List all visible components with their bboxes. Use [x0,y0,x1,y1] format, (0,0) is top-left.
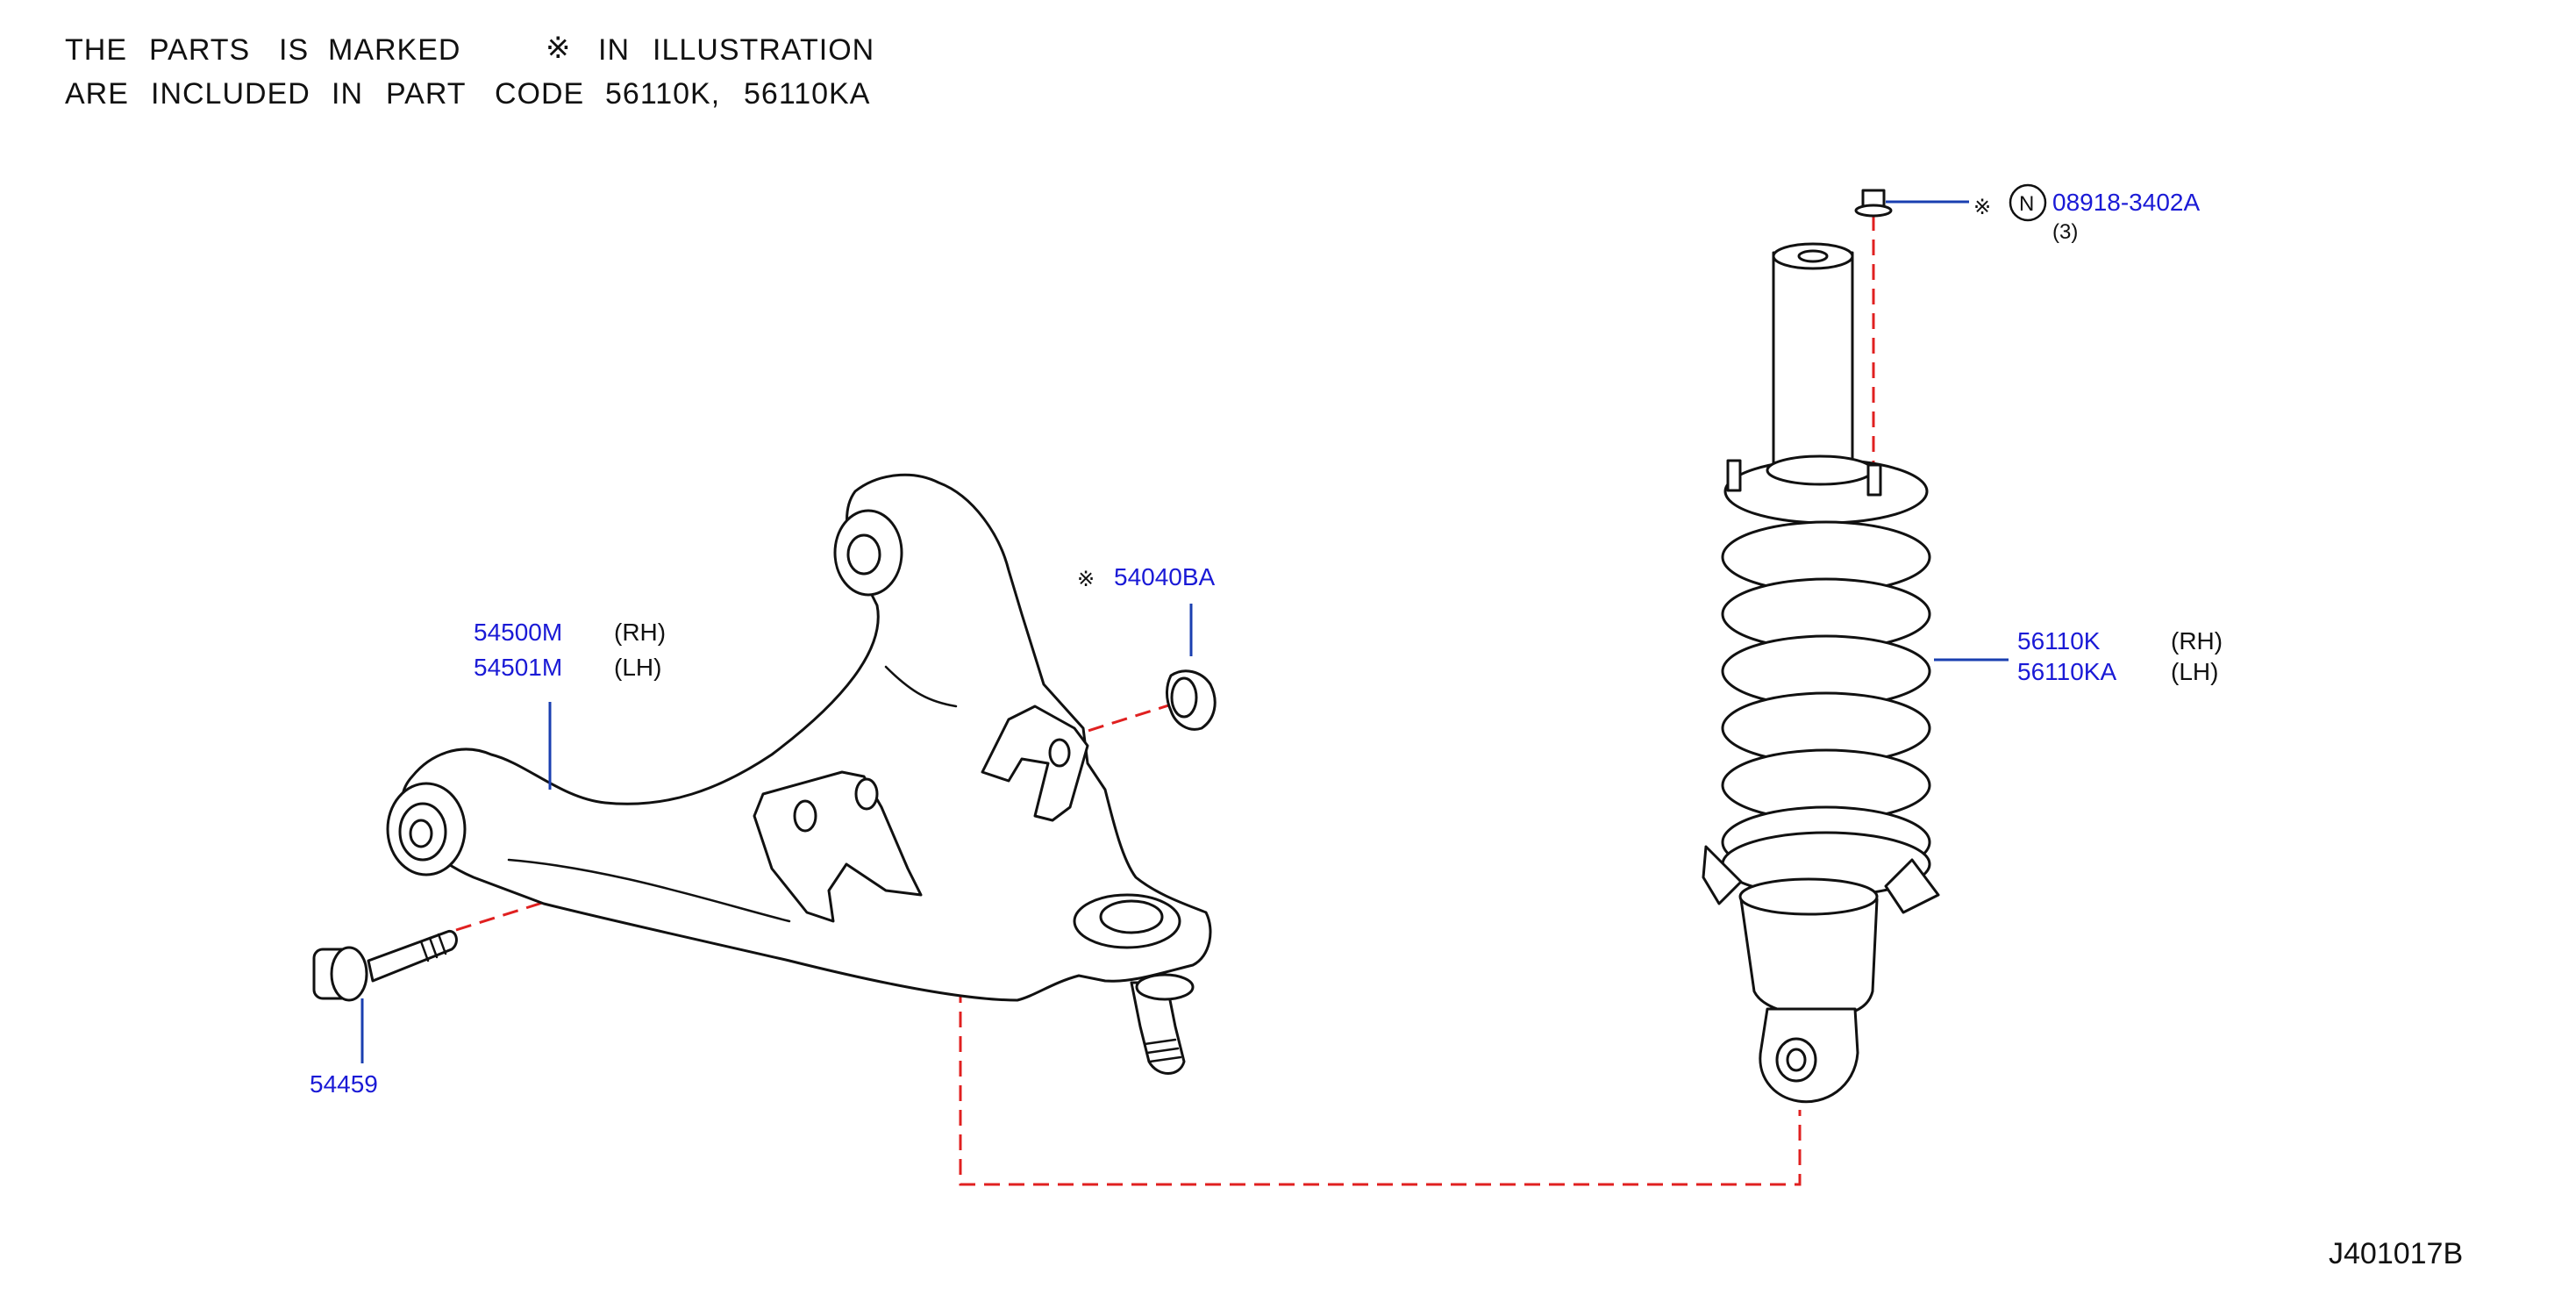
ball-joint-boot [1135,973,1195,1001]
shock-dust-cover [1772,251,1854,465]
label-shock: 56110K (RH) 56110KA (LH) [2017,627,2223,685]
nut-quantity: (3) [2052,220,2078,244]
bracket-hole-2 [854,777,879,811]
shock-rod-hole [1797,249,1829,263]
note-line-1: THE PARTS IS MARKED ※ IN ILLUSTRATION [65,32,874,67]
spring-lower-bracket-right [1884,858,1940,914]
spring-lower-bracket [1702,845,1743,905]
nut-part-number[interactable]: 08918-3402A [2052,189,2200,216]
bushing-part-number[interactable]: 54040BA [1114,563,1216,590]
nut-mark: ※ [1973,196,1991,219]
coil-spring [1721,520,1931,898]
note-line-2: ARE INCLUDED IN PART CODE 56110K, 56110K… [65,77,870,111]
arm-side-lh: (LH) [614,654,661,681]
label-nut: ※ N 08918-3402A (3) [1973,183,2200,244]
ball-joint-seat-inner [1099,899,1164,934]
arm-part-number-rh[interactable]: 54500M [474,619,562,646]
bolt-54459[interactable] [312,929,458,1002]
arm-edge-line [507,858,791,923]
bushing-hole [1170,676,1198,719]
diagram-code: J401017B [2329,1237,2463,1270]
bracket-hole-1 [793,799,817,833]
nut-flange [1854,204,1893,218]
n-circle-icon [2009,183,2047,222]
header-note: THE PARTS IS MARKED ※ IN ILLUSTRATION AR… [65,32,874,111]
shock-side-rh: (RH) [2171,627,2223,655]
label-bolt: 54459 [310,1070,378,1098]
bracket-hole-3 [1048,738,1071,768]
n-symbol: N [2019,192,2034,216]
shock-eye-hole [1786,1048,1807,1072]
shock-lower-body [1739,898,1879,1018]
mount-stud-2 [1866,463,1882,497]
bolt-thread [419,933,447,962]
arm-edge-line-2 [884,665,958,708]
arm-rear-bushing-hole [846,533,881,576]
mount-stud-1 [1726,459,1742,492]
arm-bracket-right [981,705,1089,822]
bushing-mark: ※ [1077,568,1095,591]
shock-absorber-assembly[interactable] [1702,242,1940,1104]
upper-mount-boss [1766,454,1874,486]
nut-08918-3402A[interactable] [1854,189,1893,218]
shock-part-number-lh[interactable]: 56110KA [2017,658,2116,685]
arm-body [400,473,1212,1002]
label-arm: 54500M (RH) 54501M (LH) [474,619,666,681]
arm-part-number-lh[interactable]: 54501M [474,654,562,681]
label-bushing: ※ 54040BA [1077,563,1216,591]
bushing-54040BA[interactable] [1166,669,1217,731]
leader-lines [360,200,2009,1063]
arm-front-bushing-hole [409,819,433,848]
bolt-part-number[interactable]: 54459 [310,1070,378,1098]
shock-part-number-rh[interactable]: 56110K [2017,627,2101,655]
ball-joint-thread [1143,1038,1182,1063]
lower-control-arm[interactable] [386,473,1212,1075]
arm-side-rh: (RH) [614,619,666,646]
shock-lower-seat [1738,877,1879,916]
shock-side-lh: (LH) [2171,658,2218,685]
bolt-flange [330,946,368,1002]
bolt-shank [367,929,458,983]
